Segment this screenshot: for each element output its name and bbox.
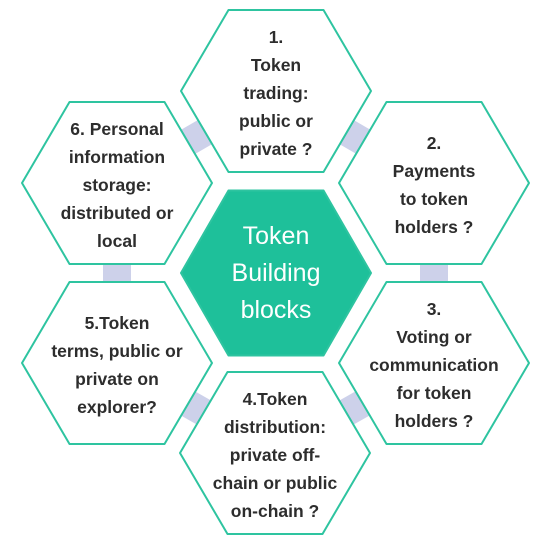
block-hexagon-5 — [21, 281, 213, 445]
block-label-5-line: private on — [75, 369, 159, 389]
block-label-4-line: chain or public — [213, 473, 338, 493]
block-label-2-line: holders ? — [395, 217, 474, 237]
block-label-6-line: 6. Personal — [70, 119, 163, 139]
block-label-3: 3. Voting or communication for token holders… — [369, 299, 498, 431]
hexagon-layer: 1. Token trading: public or private ? 2. Payme… — [21, 9, 530, 535]
center-label-line: Token — [243, 222, 310, 250]
block-hexagon-6 — [21, 101, 213, 265]
block-label-2: 2. Payments to token holders ? — [393, 133, 476, 237]
block-label-4-line: 4.Token — [243, 389, 308, 409]
block-label-1-line: trading: — [243, 83, 308, 103]
center-label-line: Building — [232, 259, 321, 287]
block-label-6-line: distributed or — [61, 203, 174, 223]
block-label-6-line: local — [97, 231, 137, 251]
block-label-3-line: communication — [369, 355, 498, 375]
block-label-5: 5.Token terms, public or private on explore… — [51, 313, 182, 417]
block-label-5-line: terms, public or — [51, 341, 182, 361]
center-label-line: blocks — [241, 296, 312, 324]
block-label-6-line: information — [69, 147, 165, 167]
block-label-1-line: 1. — [269, 27, 284, 47]
block-label-4: 4.Token distribution: private off-chain or… — [213, 389, 338, 521]
block-label-4-line: private off- — [230, 445, 321, 465]
block-label-3-line: holders ? — [395, 411, 474, 431]
block-label-6: 6. Personal information storage: distribute… — [61, 119, 174, 251]
block-label-1-line: public or — [239, 111, 313, 131]
block-label-5-line: explorer? — [77, 397, 157, 417]
block-label-4-line: distribution: — [224, 417, 326, 437]
center-hexagon — [180, 189, 372, 357]
block-hexagon-2 — [338, 101, 530, 265]
block-label-1-line: Token — [251, 55, 301, 75]
block-label-3-line: Voting or — [396, 327, 472, 347]
block-label-2-line: to token — [400, 189, 468, 209]
block-label-3-line: 3. — [427, 299, 442, 319]
block-label-6-line: storage: — [82, 175, 151, 195]
block-label-5-line: 5.Token — [85, 313, 150, 333]
block-label-2-line: 2. — [427, 133, 442, 153]
block-hexagon-4 — [179, 371, 371, 535]
block-label-3-line: for token — [397, 383, 472, 403]
block-label-4-line: on-chain ? — [231, 501, 319, 521]
block-label-1-line: private ? — [240, 139, 313, 159]
block-hexagon-1 — [180, 9, 372, 173]
block-label-2-line: Payments — [393, 161, 476, 181]
block-hexagon-3 — [338, 281, 530, 445]
block-label-1: 1. Token trading: public or private ? — [239, 27, 313, 159]
